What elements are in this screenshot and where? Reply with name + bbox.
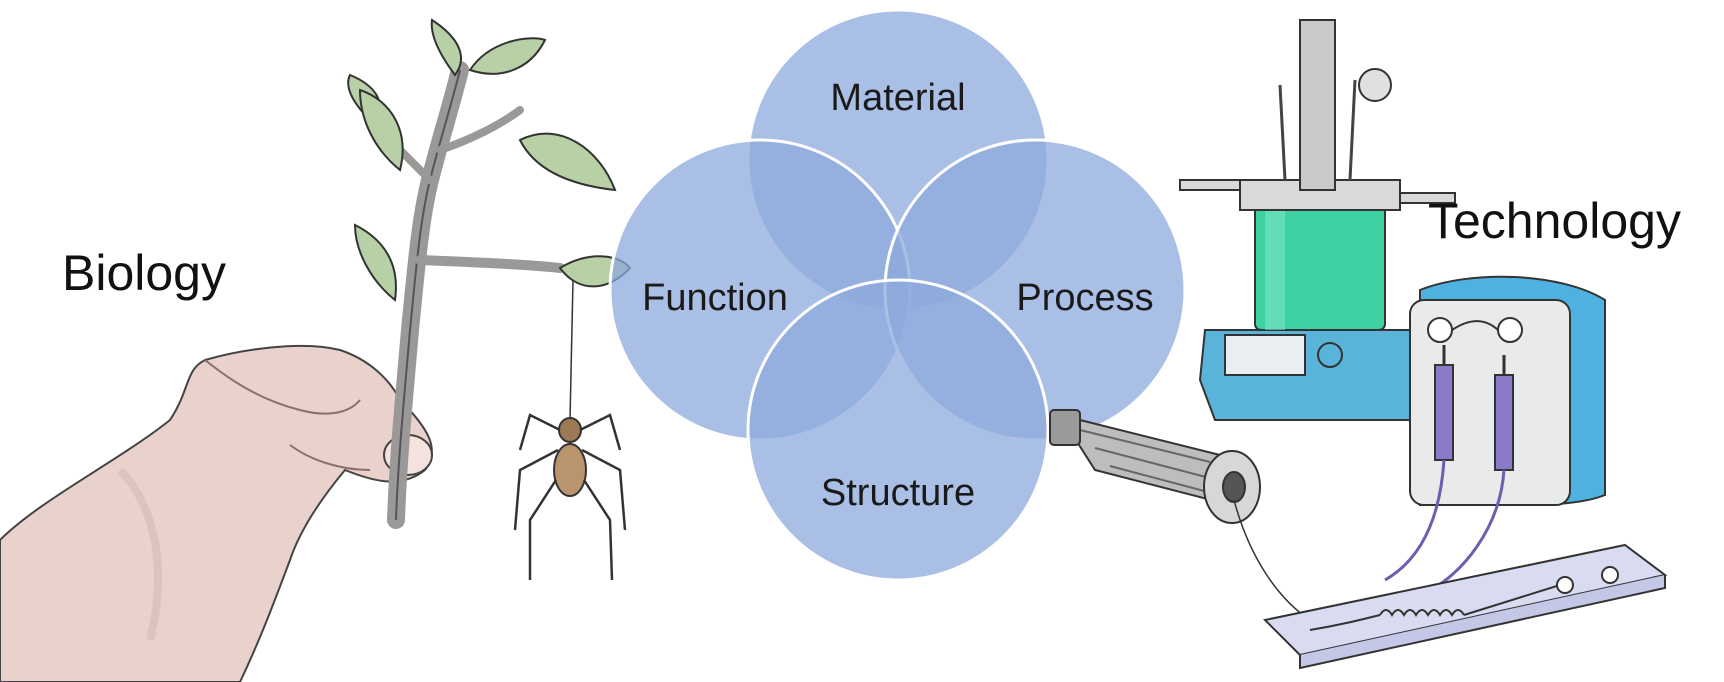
spider-icon bbox=[513, 279, 627, 581]
biology-label: Biology bbox=[62, 245, 226, 301]
spinneret-nozzle-icon bbox=[1049, 409, 1311, 621]
venn-circle-structure bbox=[746, 278, 1050, 582]
venn-label-process: Process bbox=[1016, 277, 1153, 319]
syringe-pump-icon bbox=[1384, 275, 1606, 592]
venn-diagram: Material Function Process Structure bbox=[608, 8, 1187, 582]
venn-label-material: Material bbox=[830, 77, 965, 119]
venn-label-function: Function bbox=[642, 277, 788, 319]
hand-icon bbox=[0, 344, 433, 682]
microfluidic-chip-icon bbox=[1262, 543, 1668, 670]
venn-label-structure: Structure bbox=[821, 472, 975, 514]
plant-icon bbox=[347, 18, 632, 529]
reactor-icon bbox=[1179, 19, 1456, 421]
technology-label: Technology bbox=[1428, 193, 1681, 249]
